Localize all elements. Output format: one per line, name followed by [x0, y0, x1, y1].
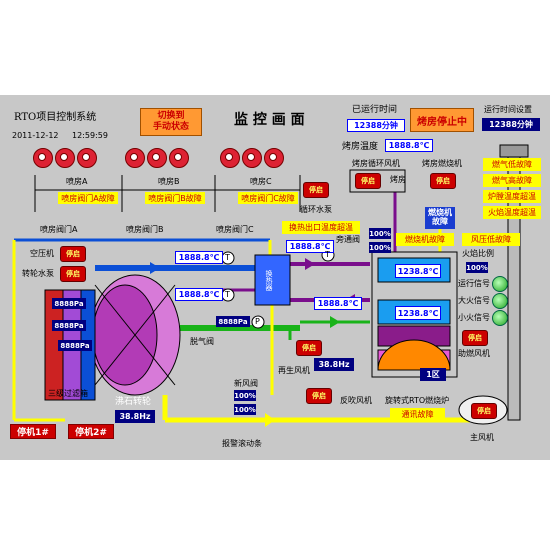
- gas-high-fault: 燃气高故障: [483, 174, 541, 187]
- furnace-temp-fault: 炉膛温度超温: [483, 190, 541, 203]
- date-display: 2011-12-12: [12, 131, 59, 140]
- flame-temp-fault: 火焰温度超温: [483, 206, 541, 219]
- oven-label: 烤房: [390, 175, 406, 184]
- filter-box-label: 三级过滤箱: [48, 389, 88, 398]
- pressure-p-value: 8888Pa: [216, 316, 250, 327]
- booth-valve-c-label: 喷房阀门C: [216, 225, 254, 234]
- air-compressor-start-button[interactable]: 停启: [60, 246, 86, 262]
- booth-c-label: 喷房C: [250, 177, 272, 186]
- runtime-label: 已运行时间: [352, 105, 398, 115]
- wheel-pump-start-button[interactable]: 停启: [60, 266, 86, 282]
- running-signal-label: 运行信号: [458, 279, 490, 288]
- pipe-temp-4: 1888.8℃: [314, 297, 362, 310]
- bypass-pct-2: 100%: [369, 242, 391, 253]
- fresh-pct-1: 100%: [234, 390, 256, 401]
- fan-icon: [169, 148, 189, 168]
- gauge-p: P: [255, 317, 260, 326]
- wind-pressure-low-fault: 风压低故障: [462, 233, 520, 246]
- pipe-temp-3: 1888.8℃: [286, 240, 334, 253]
- booth-a-label: 喷房A: [66, 177, 88, 186]
- pipe-temp-2: 1888.8℃: [175, 288, 223, 301]
- main-fan-label: 主风机: [470, 433, 494, 442]
- oven-stop-status: 烤房停止中: [410, 108, 474, 132]
- bypass-pct-1: 100%: [369, 228, 391, 239]
- oven-temp-label: 烤房温度: [342, 142, 379, 152]
- page-title: 监 控 画 面: [234, 112, 305, 128]
- combustion-fan-start-button[interactable]: 停启: [462, 330, 488, 346]
- stop-2-button[interactable]: 停机2#: [68, 424, 114, 439]
- flame-ratio-value: 100%: [466, 262, 488, 273]
- back-fan-start-button[interactable]: 停启: [306, 388, 332, 404]
- fresh-pct-2: 100%: [234, 404, 256, 415]
- oven-temp-value: 1888.8℃: [385, 139, 433, 152]
- booth-valve-a-fault: 喷房阀门A故障: [58, 192, 118, 204]
- wheel-freq: 38.8Hz: [115, 410, 155, 423]
- bypass-valve-label: 旁通阀: [336, 235, 360, 244]
- desorb-valve-label: 脱气阀: [190, 337, 214, 346]
- large-fire-label: 大火信号: [458, 296, 490, 305]
- regen-fan-label: 再生风机: [278, 366, 310, 375]
- runtime-setting-input[interactable]: 12388分钟: [482, 118, 540, 131]
- booth-valve-b-label: 喷房阀门B: [126, 225, 164, 234]
- circulation-pump-start-button[interactable]: 停启: [303, 182, 329, 198]
- back-fan-label: 反吹风机: [340, 396, 372, 405]
- gas-low-fault: 燃气低故障: [483, 158, 541, 171]
- rotary-burner-label: 旋转式RTO燃烧炉: [385, 396, 450, 405]
- pressure-1: 8888Pa: [52, 298, 86, 309]
- fan-icon: [77, 148, 97, 168]
- section-label: 1区: [420, 368, 446, 381]
- comm-fault: 通讯故障: [390, 408, 445, 421]
- booth-valve-c-fault: 喷房阀门C故障: [238, 192, 298, 204]
- small-fire-led: [492, 310, 508, 326]
- flame-ratio-label: 火焰比例: [462, 249, 494, 258]
- system-title: RTO项目控制系统: [14, 112, 97, 123]
- oven-circ-fan-label: 烤房循环风机: [352, 159, 400, 168]
- wheel-water-pump-label: 转轮水泵: [22, 269, 54, 278]
- gauge-t-3: T: [325, 250, 330, 259]
- booth-valve-b-fault: 喷房阀门B故障: [145, 192, 205, 204]
- fresh-air-valve-label: 新风阀: [234, 379, 258, 388]
- runtime-setting-label: 运行时间设置: [484, 105, 532, 114]
- heat-exchanger-label: 换热器: [265, 270, 273, 291]
- stop-1-button[interactable]: 停机1#: [10, 424, 56, 439]
- booth-valve-a-label: 喷房阀门A: [40, 225, 78, 234]
- fan-icon: [147, 148, 167, 168]
- gauge-t-2: T: [225, 290, 230, 299]
- gauge-t-1: T: [225, 253, 230, 262]
- zeolite-wheel-label: 沸石转轮: [115, 397, 152, 407]
- alarm-scroll-bar: 报警滚动条: [222, 439, 262, 448]
- regen-fan-start-button[interactable]: 停启: [296, 340, 322, 356]
- pipe-temp-1: 1888.8℃: [175, 251, 223, 264]
- circulation-pump-label: 循环水泵: [300, 205, 332, 214]
- fan-icon: [242, 148, 262, 168]
- time-display: 12:59:59: [72, 131, 108, 140]
- oven-burner-label: 烤房燃烧机: [422, 159, 462, 168]
- running-signal-led: [492, 276, 508, 292]
- mode-switch-button[interactable]: 切换到 手动状态: [140, 108, 202, 136]
- fan-icon: [125, 148, 145, 168]
- fan-icon: [55, 148, 75, 168]
- burner-fault: 燃烧机故障: [396, 233, 454, 246]
- furnace-top-temp: 1238.8℃: [395, 264, 441, 278]
- fan-icon: [220, 148, 240, 168]
- oven-burner-start-button[interactable]: 停启: [430, 173, 456, 189]
- combustion-fan-label: 助燃风机: [458, 349, 490, 358]
- booth-b-label: 喷房B: [158, 177, 180, 186]
- runtime-value: 12388分钟: [347, 119, 405, 132]
- fan-icon: [264, 148, 284, 168]
- air-compressor-label: 空压机: [30, 249, 54, 258]
- burner-fault-icon: 燃烧机 故障: [425, 207, 455, 229]
- large-fire-led: [492, 293, 508, 309]
- heat-exchanger-temp-fault: 换热出口温度超温: [282, 221, 360, 234]
- main-fan-start-button[interactable]: 停启: [471, 403, 497, 419]
- pressure-2: 8888Pa: [52, 320, 86, 331]
- fan-icon: [33, 148, 53, 168]
- small-fire-label: 小火信号: [458, 313, 490, 322]
- furnace-mid-temp: 1238.8℃: [395, 306, 441, 320]
- pressure-3: 8888Pa: [58, 340, 92, 351]
- oven-circ-fan-start-button[interactable]: 停启: [355, 173, 381, 189]
- regen-freq: 38.8Hz: [314, 358, 354, 371]
